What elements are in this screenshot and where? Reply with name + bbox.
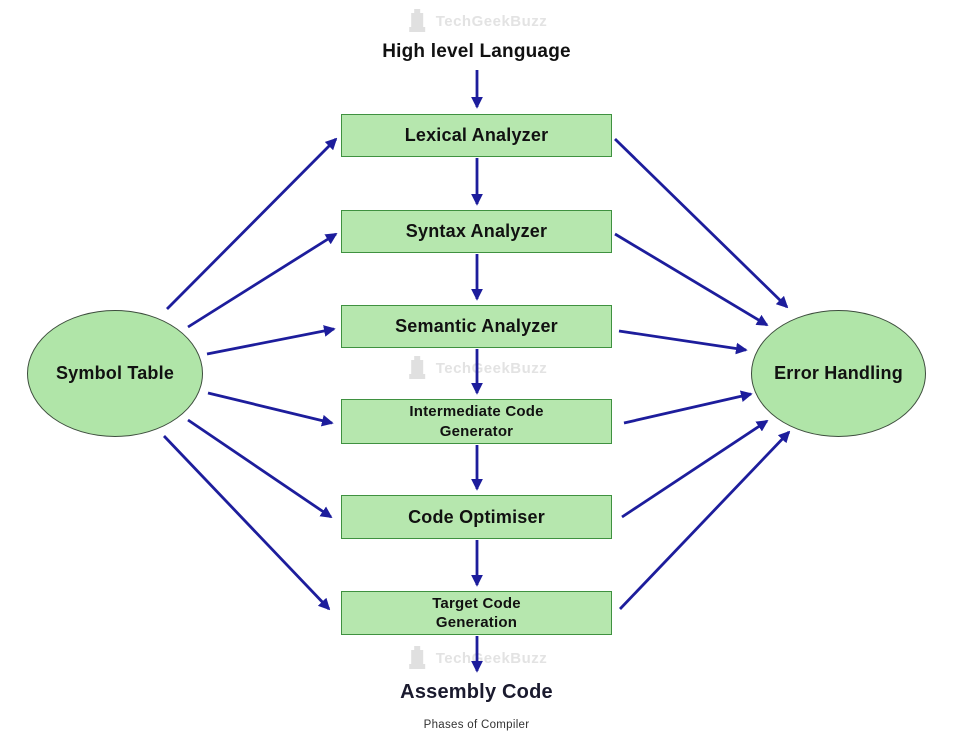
diagram-caption: Phases of Compiler [423,719,530,731]
phase-box-lexical-analyzer: Lexical Analyzer [341,114,612,157]
phase-label: Semantic Analyzer [395,316,558,337]
watermark-middle: TechGeekBuzz [406,355,548,381]
techgeekbuzz-logo-icon [408,9,425,32]
arrow-lexical-to-error [614,137,789,309]
symbol-table-node: Symbol Table [27,310,203,437]
watermark-text: TechGeekBuzz [435,12,548,30]
phase-box-intermediate-code-generator: Intermediate Code Generator [341,399,612,444]
phase-box-code-optimiser: Code Optimiser [341,495,612,539]
phase-label: Lexical Analyzer [404,125,549,146]
node-label: Error Handling [774,363,903,383]
arrow-optimiser-to-error [621,419,769,519]
arrow-symbol-to-semantic [206,325,336,356]
phase-box-target-code-generation: Target Code Generation [341,591,612,635]
watermark-bottom: TechGeekBuzz [406,645,548,671]
arrow-symbol-to-lexical [166,137,338,310]
phase-label: Target Code Generation [432,594,521,632]
node-label: Symbol Table [55,363,175,383]
arrow-symbol-to-optimiser [187,418,333,519]
arrow-intermediate-to-error [623,390,753,425]
techgeekbuzz-logo-icon [408,646,425,669]
watermark-top: TechGeekBuzz [406,8,548,34]
watermark-text: TechGeekBuzz [435,359,548,377]
phase-label: Syntax Analyzer [405,221,548,242]
arrow-syntax-to-error [614,232,769,327]
output-label: Assembly Code [400,681,553,703]
arrow-symbol-to-intermediate [207,391,334,427]
arrow-semantic-to-error [618,329,748,355]
source-label: High level Language [382,41,571,62]
phase-label: Code Optimiser [408,506,545,527]
watermark-text: TechGeekBuzz [435,649,548,667]
error-handling-node: Error Handling [751,310,926,437]
phase-label: Intermediate Code Generator [409,403,544,440]
arrow-symbol-to-syntax [187,232,338,329]
phase-box-syntax-analyzer: Syntax Analyzer [341,210,612,253]
techgeekbuzz-logo-icon [408,356,425,379]
arrow-symbol-to-target [162,435,331,611]
phase-box-semantic-analyzer: Semantic Analyzer [341,305,612,348]
arrow-target-to-error [618,430,791,610]
